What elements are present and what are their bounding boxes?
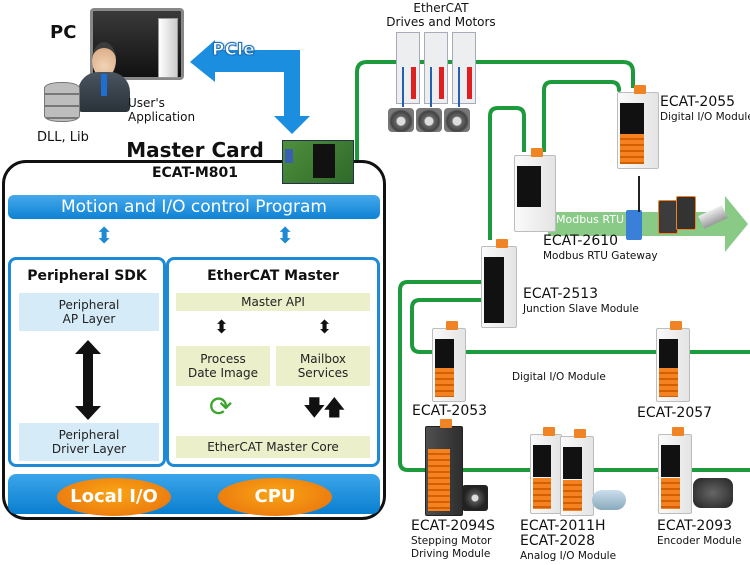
peripheral-driver-layer: Peripheral Driver Layer (19, 423, 159, 461)
dll-lib-label: DLL, Lib (37, 130, 89, 145)
servo-motor-2 (416, 108, 442, 132)
up-arrow-icon: 🡅 (323, 396, 346, 421)
ecat-2093-desc: Encoder Module (657, 535, 742, 547)
ecat-2094s-desc2: Driving Module (411, 548, 491, 560)
device-ecat-2094s (425, 419, 463, 516)
servo-motor-1 (388, 108, 414, 132)
driver-layer-line1: Peripheral (58, 428, 120, 442)
ecat-2055-desc: Digital I/O Module (660, 111, 750, 123)
wire-2513-branch (410, 298, 750, 354)
ecat-2028-model: ECAT-2028 (520, 533, 596, 549)
drives-title-line1: EtherCAT (413, 1, 469, 15)
down-arrow-icon: 🡇 (303, 396, 326, 421)
drives-title-line2: Drives and Motors (386, 15, 496, 29)
peripheral-sdk-title: Peripheral SDK (27, 268, 147, 284)
mailbox-services-box: Mailbox Services (276, 346, 370, 386)
master-card-model: ECAT-M801 (151, 165, 239, 181)
updown-arrow-icon: ⬍ (95, 224, 114, 249)
master-api-box: Master API (176, 293, 370, 311)
device-ecat-2513 (481, 239, 517, 328)
ecat-2011h-model: ECAT-2011H (520, 518, 606, 534)
ecat-2610-desc: Modbus RTU Gateway (543, 250, 658, 262)
ecat-2094s-desc1: Stepping Motor (411, 535, 492, 547)
pcie-label: PCIe (212, 40, 256, 61)
ethercat-master-panel: EtherCAT Master Master API ⬍ ⬍ Process D… (166, 257, 380, 467)
device-ecat-2053 (432, 321, 466, 402)
local-io-oval: Local I/O (57, 478, 171, 516)
ecat-2053-model: ECAT-2053 (412, 403, 488, 419)
stepper-motor-image (462, 485, 488, 511)
antenna-icon (638, 176, 640, 212)
device-ecat-2028 (560, 429, 594, 516)
ecat-2055-model: ECAT-2055 (660, 94, 736, 110)
updown-arrow-icon: ⬍ (214, 317, 230, 338)
ecat-2057-model: ECAT-2057 (637, 405, 713, 421)
user-avatar-icon (78, 42, 130, 112)
process-image-line1: Process (200, 352, 246, 366)
peripheral-sdk-panel: Peripheral SDK Peripheral AP Layer Perip… (8, 257, 166, 467)
master-core-box: EtherCAT Master Core (176, 436, 370, 458)
encoder-motor-image (693, 478, 733, 508)
analog-io-desc: Analog I/O Module (520, 550, 617, 562)
wire-card-to-drives (355, 60, 635, 162)
updown-arrow-icon: ⬍ (276, 224, 295, 249)
process-image-line2: Date Image (187, 366, 259, 380)
wireless-module-image (626, 210, 642, 240)
pcie-card-image (282, 140, 354, 184)
io-module-image (676, 196, 696, 230)
servo-drive-3 (452, 32, 476, 107)
io-module-image (658, 200, 678, 234)
mailbox-line2: Services (297, 366, 349, 380)
device-ecat-2055 (617, 85, 659, 169)
ap-layer-line1: Peripheral (58, 298, 120, 312)
device-ecat-2011h (530, 427, 562, 514)
refresh-cycle-icon: ⟳ (209, 390, 233, 423)
device-ecat-2057 (656, 321, 690, 402)
modbus-arrow (548, 196, 748, 252)
motion-io-program-bar: Motion and I/O control Program (8, 195, 380, 219)
digital-io-shared-desc: Digital I/O Module (512, 371, 606, 383)
device-ecat-2610 (514, 148, 556, 232)
database-icon (44, 82, 80, 122)
peripheral-ap-layer: Peripheral AP Layer (19, 293, 159, 331)
device-ecat-2093 (658, 427, 692, 514)
double-arrow-icon (75, 340, 101, 420)
ecat-2093-model: ECAT-2093 (657, 518, 733, 534)
updown-arrow-icon: ⬍ (317, 317, 333, 338)
wire-2610-loop (488, 106, 526, 240)
process-image-box: Process Date Image (176, 346, 270, 386)
ethercat-master-title: EtherCAT Master (207, 268, 339, 284)
drives-motors-title: EtherCAT Drives and Motors (386, 1, 496, 29)
ap-layer-line2: AP Layer (62, 312, 116, 326)
mailbox-line1: Mailbox (299, 352, 347, 366)
servo-drive-2 (424, 32, 448, 107)
pcie-arrow (190, 40, 310, 134)
cpu-oval: CPU (218, 478, 332, 516)
ecat-2094s-model: ECAT-2094S (411, 518, 495, 534)
wire-2513-to-2053 (398, 280, 750, 472)
driver-layer-line2: Driver Layer (51, 442, 127, 456)
modbus-rtu-label: Modbus RTU (556, 213, 624, 226)
user-app-line2: Application (128, 110, 196, 124)
master-card-title: Master Card (126, 138, 264, 162)
wire-2055-to-2610 (542, 80, 621, 152)
ecat-2610-model: ECAT-2610 (543, 233, 619, 249)
ecat-2513-model: ECAT-2513 (523, 286, 599, 302)
pc-title: PC (50, 22, 77, 43)
computer-tower-icon (158, 18, 178, 78)
user-application-label: User's Application (128, 96, 195, 124)
user-app-line1: User's (128, 96, 165, 110)
servo-drive-1 (396, 32, 420, 107)
ecat-2513-desc: Junction Slave Module (523, 303, 639, 315)
valve-actuator-image (592, 490, 626, 510)
servo-motor-3 (444, 108, 470, 132)
